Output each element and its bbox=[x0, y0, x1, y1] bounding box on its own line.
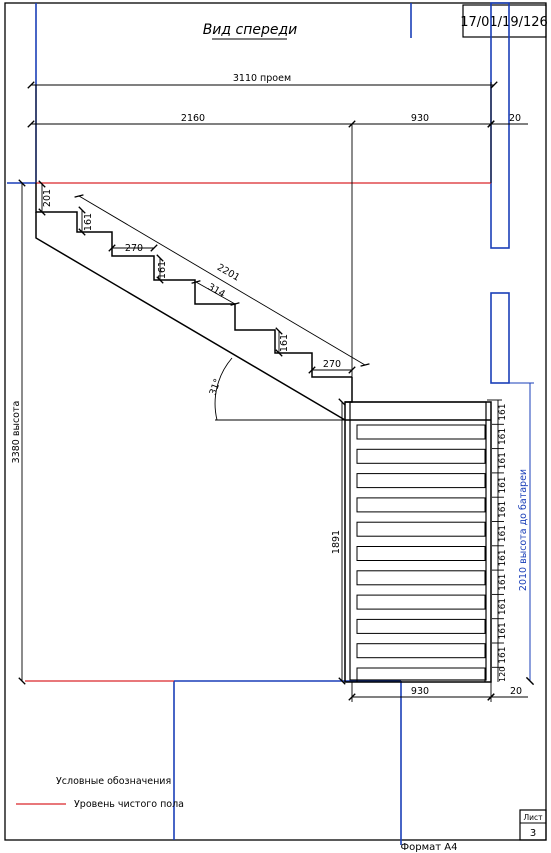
landing-slat bbox=[356, 594, 486, 610]
right-riser-label: 161 bbox=[498, 452, 508, 469]
drawing-code-box bbox=[462, 4, 547, 38]
right-riser-dimensions: 161 161 161 161 161 161 161 161 161 161 161 120 bbox=[492, 404, 508, 682]
dim-opening: 3110 проем bbox=[233, 73, 291, 84]
drawing-code: 17/01/19/126 bbox=[460, 15, 548, 30]
landing-slat bbox=[356, 473, 486, 489]
dim-first-riser: 201 bbox=[42, 189, 53, 207]
right-riser-label: 161 bbox=[498, 574, 508, 591]
dim-riser-2: 161 bbox=[157, 261, 168, 279]
right-riser-label: 161 bbox=[498, 404, 508, 421]
landing-slat bbox=[356, 521, 486, 537]
format-label: Формат А4 bbox=[401, 842, 458, 853]
right-riser-label: 161 bbox=[498, 476, 508, 493]
right-riser-label: 161 bbox=[498, 501, 508, 518]
landing-slat bbox=[356, 643, 486, 659]
landing-slat bbox=[356, 618, 486, 634]
dim-total-height: 3380 высота bbox=[11, 401, 22, 464]
sheet-label: Лист bbox=[523, 813, 543, 822]
right-riser-label: 161 bbox=[498, 549, 508, 566]
sheet-number: 3 bbox=[530, 828, 536, 839]
legend-floor-label: Уровень чистого пола bbox=[74, 799, 184, 810]
dim-tread-3: 270 bbox=[323, 359, 341, 370]
dim-flight-width: 2160 bbox=[181, 113, 205, 124]
battery-dimension bbox=[509, 382, 535, 686]
sheet-frame bbox=[4, 2, 547, 841]
dim-landing-top: 930 bbox=[411, 113, 429, 124]
right-riser-label: 161 bbox=[498, 598, 508, 615]
dim-gap-top: 20 bbox=[509, 113, 521, 124]
floor-level-lines bbox=[25, 182, 491, 682]
right-riser-label: 161 bbox=[498, 622, 508, 639]
dim-landing-bottom: 930 bbox=[411, 686, 429, 697]
landing-slat bbox=[356, 424, 486, 440]
dim-riser-3: 161 bbox=[279, 334, 290, 352]
landing-slat bbox=[356, 448, 486, 464]
legend-title: Условные обозначения bbox=[56, 776, 171, 787]
landing-slat bbox=[356, 570, 486, 586]
dim-lower-height: 1891 bbox=[331, 530, 342, 554]
landing-slat bbox=[356, 546, 486, 561]
dim-riser-1: 161 bbox=[83, 213, 94, 231]
lower-landing bbox=[344, 401, 492, 683]
dim-tread-1: 270 bbox=[125, 243, 143, 254]
right-riser-label: 161 bbox=[498, 525, 508, 542]
sheet-number-box bbox=[519, 809, 547, 841]
dim-gap-bottom: 20 bbox=[510, 686, 522, 697]
landing-slats bbox=[356, 424, 486, 683]
dim-angle: 31° bbox=[208, 377, 224, 397]
last-riser-label: 120 bbox=[498, 667, 507, 682]
dim-diagonal: 2201 bbox=[215, 262, 241, 284]
wall-lines bbox=[7, 2, 510, 845]
view-title: Вид спереди bbox=[203, 22, 298, 38]
landing-slat bbox=[356, 667, 486, 683]
landing-slat bbox=[356, 497, 486, 513]
dim-battery-height: 2010 высота до батареи bbox=[518, 469, 529, 591]
right-riser-label: 161 bbox=[498, 647, 508, 664]
right-riser-label: 161 bbox=[498, 428, 508, 445]
dimension-lines bbox=[18, 81, 528, 702]
